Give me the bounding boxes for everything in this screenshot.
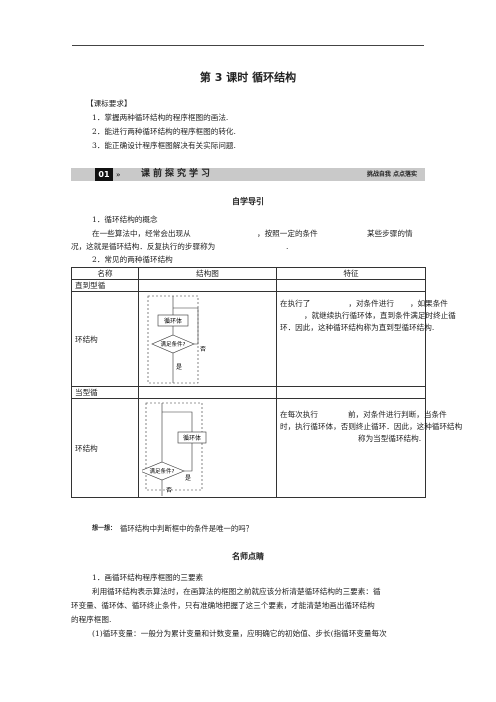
tip-text: 的程序框图. bbox=[71, 615, 112, 624]
feature-text: ，就继续执行循环体，直到条件满足时终止循 bbox=[304, 311, 456, 320]
until-loop-diagram: 循环体 满足条件? 否 是 bbox=[138, 291, 277, 387]
loop-body-label: 循环体 bbox=[183, 434, 201, 442]
concept-text: 在一些算法中，经常会出现从 bbox=[92, 229, 191, 238]
requirement-item: 1．掌握两种循环结构的程序框图的画法. bbox=[92, 113, 229, 122]
concept-text: . bbox=[286, 242, 289, 251]
concept-text: 况，这就是循环结构．反复执行的步骤称为 bbox=[71, 242, 216, 251]
feature-text: 前，对条件进行判断，当条件 bbox=[347, 410, 447, 419]
loop-structure-table: 名称 结构图 特征 直到型循 环结构 循环体 满足条件? 否 是 在执行了 bbox=[71, 267, 463, 498]
feature-text: 称为当型循环结构. bbox=[358, 434, 422, 443]
table-header: 名称 bbox=[71, 267, 139, 280]
table-cell: 当型循 bbox=[71, 386, 139, 399]
teacher-heading: 名师点睛 bbox=[232, 552, 264, 561]
tip-text: 环变量、循环体、循环终止条件，只有准确地把握了这三个要素，才能清楚地画出循环结构 bbox=[71, 601, 375, 610]
think-question: 循环结构中判断框中的条件是唯一的吗？ bbox=[120, 524, 254, 533]
yes-label: 是 bbox=[176, 364, 182, 371]
section-title: 课前探究学习 bbox=[141, 169, 214, 179]
section-slogan: 挑战自我 点点落实 bbox=[366, 171, 417, 178]
table-cell: 环结构 bbox=[71, 291, 139, 387]
feature-text: 环．因此，这种循环结构称为直到型循环结构. bbox=[280, 323, 435, 332]
table-cell: 环结构 bbox=[71, 398, 139, 498]
yes-label: 是 bbox=[185, 475, 191, 482]
table-header: 特征 bbox=[276, 267, 426, 280]
page-title: 第 3 课时 循环结构 bbox=[199, 71, 297, 84]
tip-text: (1)循环变量：一般分为累计变量和计数变量，应明确它的初始值、步长(指循环变量每… bbox=[92, 629, 387, 638]
table-cell: 直到型循 bbox=[71, 279, 139, 292]
table-header: 结构图 bbox=[138, 267, 277, 280]
section-banner: 01 » 课前探究学习 挑战自我 点点落实 bbox=[71, 168, 425, 181]
no-label: 否 bbox=[200, 346, 206, 353]
loop-body-label: 循环体 bbox=[164, 317, 182, 325]
section-number-badge: 01 bbox=[95, 168, 113, 181]
tip-title: 1．画循环结构程序框图的三要素 bbox=[92, 573, 204, 582]
concept-text: 某些步骤的情 bbox=[367, 229, 413, 238]
condition-label: 满足条件? bbox=[150, 467, 175, 475]
feature-text: 在执行了 bbox=[280, 299, 311, 308]
structures-title: 2．常见的两种循环结构 bbox=[92, 255, 173, 264]
double-chevron-icon: » bbox=[116, 170, 121, 179]
condition-label: 满足条件? bbox=[161, 340, 186, 348]
no-label: 否 bbox=[166, 487, 172, 494]
feature-text: 在每次执行 bbox=[280, 410, 318, 419]
think-label: 想一想： bbox=[92, 525, 117, 532]
while-loop-diagram: 满足条件? 是 循环体 否 bbox=[138, 398, 277, 498]
requirements-label: 【课标要求】 bbox=[86, 99, 132, 108]
requirement-item: 3．能正确设计程序框图解决有关实际问题. bbox=[92, 141, 236, 150]
concept-title: 1．循环结构的概念 bbox=[92, 215, 158, 224]
feature-text: 时，执行循环体，否则终止循环．因此，这种循环结构 bbox=[280, 422, 463, 431]
concept-text: ，按照一定的条件 bbox=[257, 229, 318, 238]
requirement-item: 2．能进行两种循环结构的程序框图的转化. bbox=[92, 127, 236, 136]
feature-text: ，对条件进行 bbox=[348, 299, 394, 308]
feature-text: ，如果条件 bbox=[409, 299, 448, 308]
tip-text: 利用循环结构表示算法时，在画算法的框图之前就应该分析清楚循环结构的三要素：循 bbox=[92, 587, 381, 596]
header-rule bbox=[72, 45, 424, 46]
self-study-heading: 自学导引 bbox=[232, 197, 264, 206]
